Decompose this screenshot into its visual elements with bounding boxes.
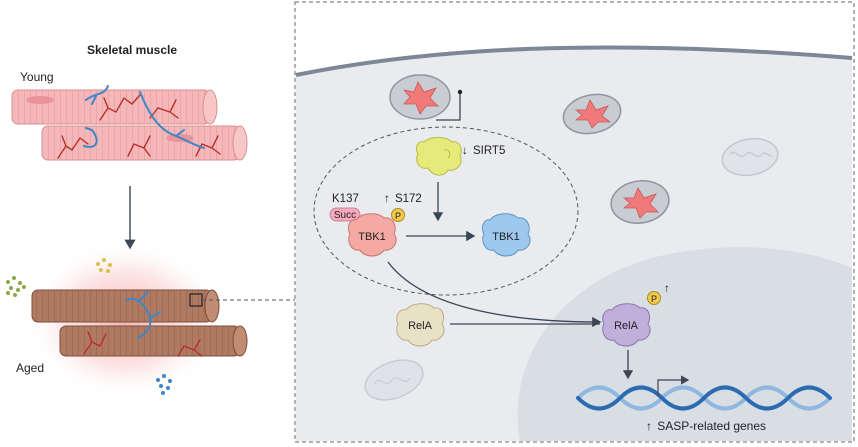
interaction-region — [313, 126, 579, 296]
tbk1-left-label: TBK1 — [358, 231, 386, 243]
sasp-dots-yellow — [96, 258, 112, 273]
phospho-tbk1-label: P — [395, 211, 401, 221]
sasp-dots-blue — [156, 374, 172, 395]
s172-label: ↑ S172 — [384, 193, 422, 205]
mitochondrion-faded — [364, 359, 424, 401]
panel-title: Skeletal muscle — [87, 43, 177, 57]
mito-signal — [436, 89, 463, 121]
tbk1-protein-left: TBK1 — [347, 213, 397, 257]
sasp-text: SASP-related genes — [657, 419, 766, 433]
s172-arrow: ↑ — [384, 193, 390, 205]
k137-label: K137 — [332, 193, 359, 205]
aged-muscle-fibers — [31, 289, 248, 357]
cell-membrane — [295, 45, 853, 77]
rela-left-label: RelA — [408, 320, 433, 332]
phospho-rela-label: P — [651, 294, 657, 304]
sirt5-protein — [415, 137, 462, 176]
sirt5-label: ↓ SIRT5 — [462, 145, 505, 157]
mitochondrion-healthy — [721, 137, 779, 177]
sasp-label: ↑ SASP-related genes — [646, 419, 766, 433]
rela-protein-left: RelA — [396, 303, 445, 347]
mitochondrion-damaged-1 — [389, 74, 451, 120]
phospho-rela-arrow: ↑ — [664, 283, 670, 295]
aged-fiber-top — [31, 289, 220, 323]
transcription-start-arrow — [657, 375, 690, 396]
young-fiber-top — [11, 89, 218, 125]
aged-fiber-bottom — [59, 325, 248, 357]
dna-helix — [576, 385, 832, 411]
cell-panel: ↓ SIRT5 K137 Succ ↑ S172 TBK1 P TBK1 — [294, 1, 855, 443]
young-label: Young — [20, 70, 54, 84]
phospho-tbk1: P — [391, 208, 405, 222]
young-capillaries — [57, 94, 221, 159]
aged-capillaries — [83, 331, 203, 357]
rela-protein-right: RelA — [602, 303, 651, 347]
young-fiber-bottom — [41, 125, 248, 161]
tbk1-protein-right: TBK1 — [481, 213, 531, 257]
phospho-rela: P — [647, 291, 661, 305]
succ-label: Succ — [334, 210, 356, 221]
young-muscle-fibers — [11, 85, 248, 161]
mitochondrion-damaged-2 — [562, 93, 622, 135]
mitochondrion-damaged-3 — [610, 180, 670, 224]
sasp-dots-green — [6, 276, 26, 297]
aged-label: Aged — [16, 361, 44, 375]
rela-right-label: RelA — [614, 320, 639, 332]
sirt5-text: SIRT5 — [473, 145, 505, 157]
left-panel: Skeletal muscle Young — [6, 43, 295, 400]
s172-text: S172 — [395, 193, 422, 205]
succ-badge: Succ — [329, 207, 361, 222]
tbk1-right-label: TBK1 — [492, 231, 520, 243]
sasp-arrow: ↑ — [646, 419, 652, 433]
nucleus — [517, 247, 852, 441]
sirt5-arrow: ↓ — [462, 145, 468, 157]
aged-nerves — [125, 291, 161, 339]
young-nerves — [83, 85, 205, 149]
tbk1-to-rela-arrow — [387, 261, 602, 328]
